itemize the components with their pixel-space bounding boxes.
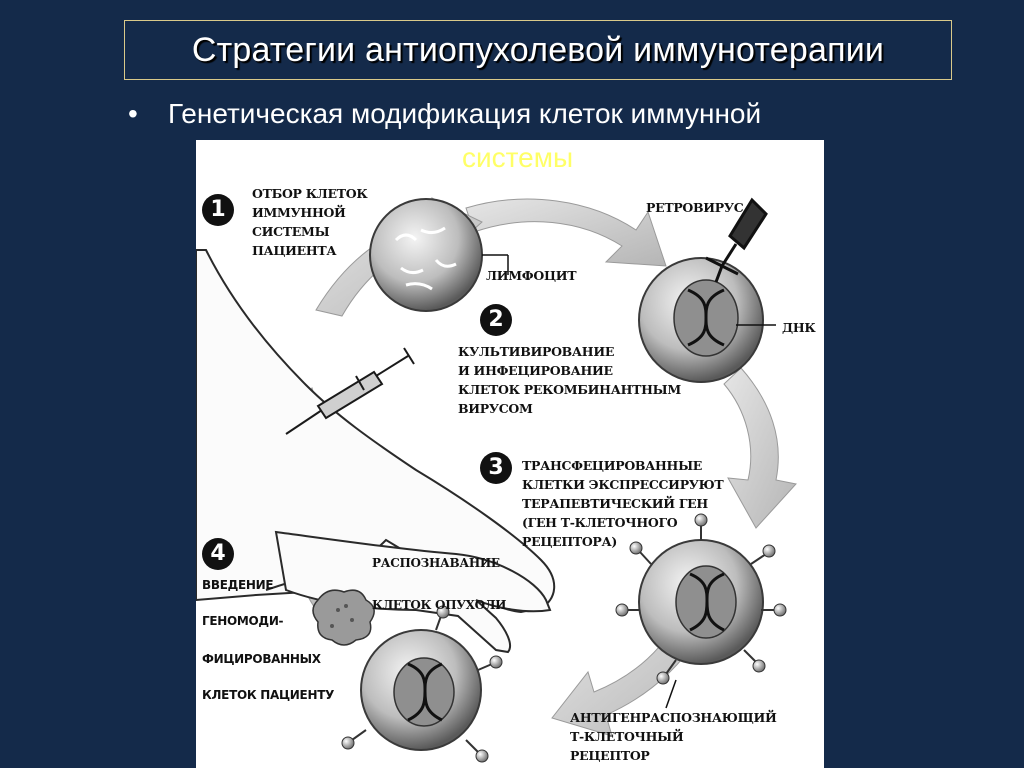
step-4-badge: 4 (202, 538, 234, 570)
lymphocyte-label: ЛИМФОЦИТ (486, 268, 577, 283)
bullet-text-line2: системы (462, 142, 574, 173)
step-1-label: ОТБОР КЛЕТОК ИММУННОЙ СИСТЕМЫ ПАЦИЕНТА (252, 186, 368, 258)
step-4-label-line1: ВВЕДЕНИЕ (202, 578, 274, 592)
step-3-label: ТРАНСФЕЦИРОВАННЫЕ КЛЕТКИ ЭКСПРЕССИРУЮТ Т… (522, 458, 724, 549)
recognition-label-line1: РАСПОЗНАВАНИЕ (372, 556, 500, 570)
step-4-label-line2: ГЕНОМОДИ- (202, 614, 284, 628)
recognition-label-line2: КЛЕТОК ОПУХОЛИ (372, 598, 507, 612)
hand-illustration (274, 530, 552, 654)
retrovirus-label: РЕТРОВИРУС (646, 200, 744, 215)
dna-label: ДНК (782, 320, 816, 335)
step-1-badge: 1 (202, 194, 234, 226)
lymphocyte-cell-1 (369, 198, 509, 312)
retrovirus-icon (705, 197, 768, 283)
step-2-label: КУЛЬТИВИРОВАНИЕ И ИНФЕЦИРОВАНИЕ КЛЕТОК Р… (458, 344, 681, 416)
bullet-text-line1: Генетическая модификация клеток иммунной (168, 98, 762, 129)
diagram-illustration (196, 197, 797, 763)
receptor-label: АНТИГЕНРАСПОЗНАЮЩИЙ Т-КЛЕТОЧНЫЙ РЕЦЕПТОР (570, 710, 777, 763)
bullet-text: • Генетическая модификация клеток иммунно… (128, 94, 948, 134)
syringe-icon (285, 347, 415, 435)
infected-cell-2 (638, 257, 776, 383)
step-4-label-line3: ФИЦИРОВАННЫХ (202, 652, 321, 666)
slide-title-box: Стратегии антиопухолевой иммунотерапии (124, 20, 952, 80)
immunotherapy-diagram: 1 2 3 4 ОТБОР КЛЕТОК ИММУННОЙ СИСТЕМЫ ПА… (196, 140, 824, 768)
step-4-label-line4: КЛЕТОК ПАЦИЕНТУ (202, 688, 335, 702)
slide-title: Стратегии антиопухолевой иммунотерапии (191, 30, 885, 69)
step-2-badge: 2 (480, 304, 512, 336)
step-3-badge: 3 (480, 452, 512, 484)
tumor-cell-icon (312, 589, 375, 646)
dna-helix-icon (687, 288, 725, 347)
receptor-cell-3 (615, 513, 787, 709)
modified-cell-4 (341, 605, 503, 763)
bullet-symbol: • (128, 98, 138, 129)
